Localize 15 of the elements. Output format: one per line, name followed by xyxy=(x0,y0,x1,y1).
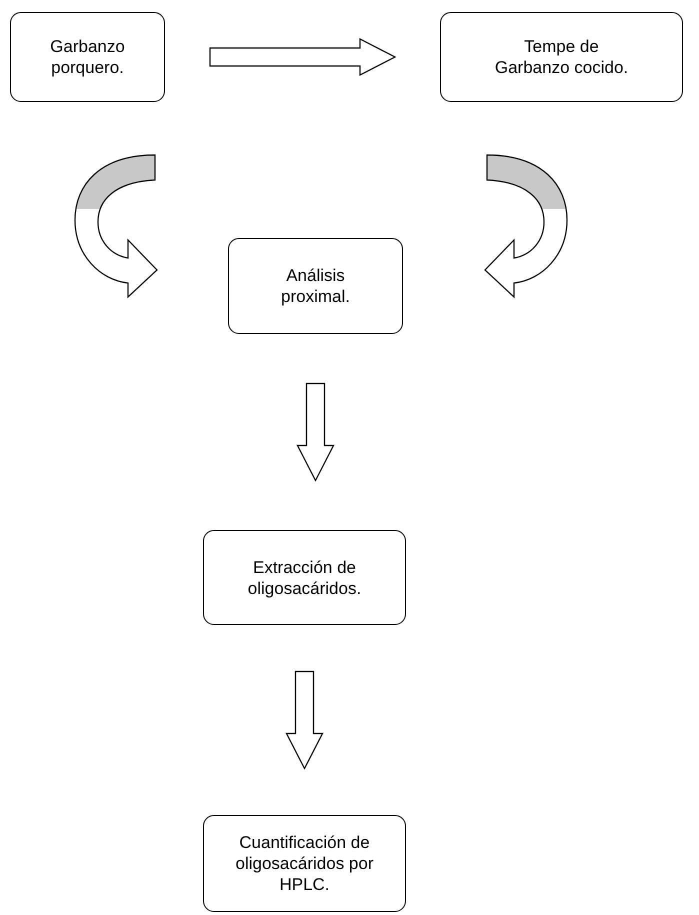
box-label: Extracción de oligosacáridos. xyxy=(246,556,362,598)
block-arrow xyxy=(286,670,324,770)
process-box xyxy=(203,815,406,912)
box-label: Cuantificación de oligosacáridos por HPLC. xyxy=(234,832,374,895)
box-label: Garbanzo porquero. xyxy=(49,36,126,78)
block-arrow xyxy=(209,38,396,76)
process-box xyxy=(228,238,403,334)
box-label: Tempe de Garbanzo cocido. xyxy=(494,36,630,78)
process-box xyxy=(203,530,406,625)
box-label: Análisis proximal. xyxy=(280,265,351,307)
process-box xyxy=(10,12,165,102)
curved-arrow xyxy=(484,154,568,298)
curved-arrow xyxy=(74,154,158,298)
process-box xyxy=(440,12,683,102)
block-arrow xyxy=(296,382,334,482)
